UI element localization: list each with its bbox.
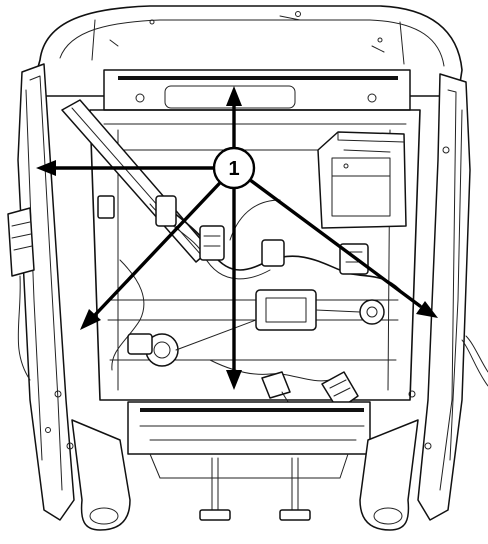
seat-motor-assembly	[145, 289, 385, 367]
left-wire-connector	[7, 207, 35, 381]
mounting-studs	[199, 457, 311, 521]
bottom-cross-bar	[127, 401, 371, 455]
lower-connectors	[261, 371, 359, 425]
top-cross-bar	[103, 69, 411, 111]
callout-number: 1	[228, 158, 239, 180]
callout-arrows	[36, 86, 438, 390]
seat-wire-harness	[97, 195, 401, 382]
seat-cushion-shell	[29, 5, 463, 97]
seat-control-module	[317, 131, 407, 229]
right-wire-harness	[461, 335, 488, 387]
left-side-rail	[17, 63, 75, 521]
right-side-rail	[408, 73, 471, 521]
front-legs	[71, 419, 419, 531]
callout-bubble: 1	[212, 146, 256, 190]
